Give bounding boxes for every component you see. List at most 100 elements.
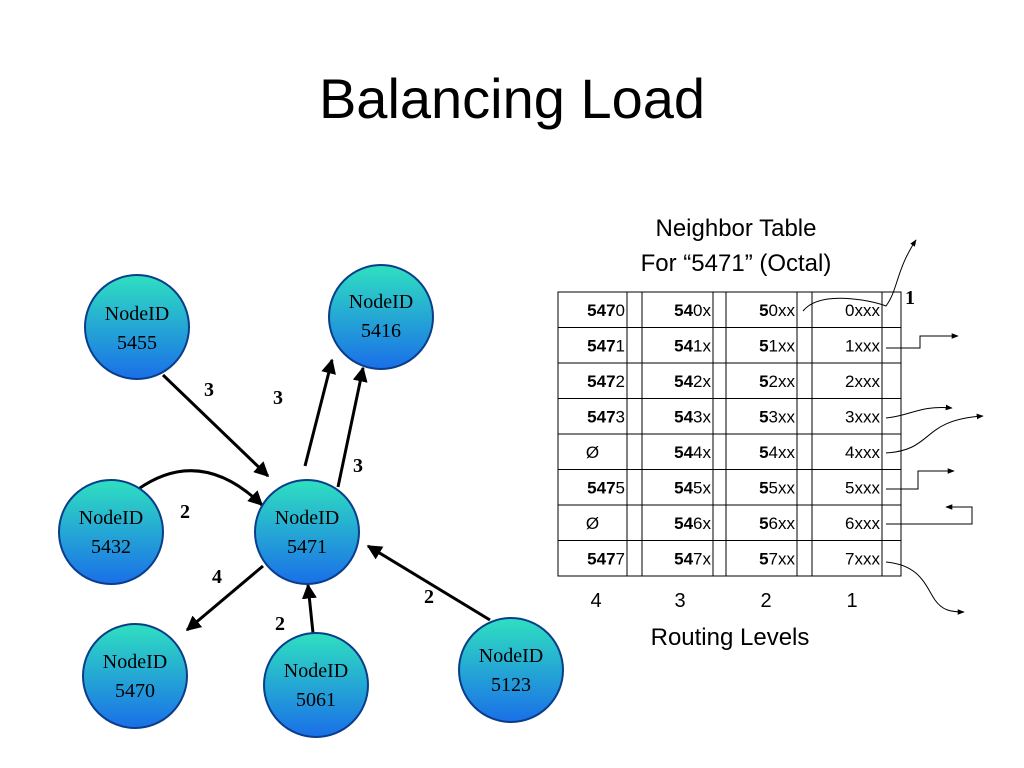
table-cell: 51xx [759, 336, 795, 355]
cell-suffix: 5x [693, 478, 711, 497]
cell-suffix: 2xx [769, 372, 796, 391]
cell-suffix: 2x [693, 372, 711, 391]
cell-suffix: 5xxx [845, 478, 880, 497]
slide-title: Balancing Load [319, 67, 705, 130]
cell-prefix: 547 [587, 407, 615, 426]
cell-prefix: 54 [674, 336, 693, 355]
table-cell: 56xx [759, 514, 795, 533]
node-5416-label: NodeID [349, 291, 413, 313]
table-cell: 5477 [587, 549, 625, 568]
pointer-row0-label: 1 [905, 287, 915, 309]
cell-prefix: 5 [759, 336, 768, 355]
pointer-row5 [886, 468, 955, 490]
cell-suffix: 5 [616, 478, 625, 497]
pointer-row7 [885, 561, 965, 615]
cell-suffix: Ø [586, 443, 599, 462]
pointer-row1 [886, 333, 959, 349]
edge-label-5471-5470: 4 [212, 566, 222, 588]
node-5455-label: NodeID [105, 303, 169, 325]
edge-label-5471-5416-right: 3 [353, 455, 363, 477]
cell-prefix: 5 [759, 301, 768, 320]
table-cell: 4xxx [845, 443, 880, 462]
node-5416[interactable]: NodeID 5416 [328, 264, 434, 370]
cell-suffix: 1xx [769, 336, 796, 355]
node-5470[interactable]: NodeID 5470 [82, 623, 188, 729]
cell-suffix: 2xxx [845, 372, 880, 391]
cell-prefix: 547 [587, 301, 615, 320]
edge-labels: 3 3 3 2 4 2 2 [180, 379, 434, 635]
edge-5432-5471 [136, 469, 264, 507]
table-cell: 5470 [587, 301, 625, 320]
edge-5455-5471 [161, 373, 270, 478]
table-cell: 545x [674, 478, 711, 497]
table-cell: 6xxx [845, 514, 880, 533]
edge-5123-5471 [366, 544, 491, 622]
edge-label-5061-5471: 2 [275, 613, 285, 635]
table-cell: 55xx [759, 478, 795, 497]
cell-suffix: 3xxx [845, 407, 880, 426]
edge-5471-5470 [185, 564, 264, 632]
cell-suffix: 4xxx [845, 443, 880, 462]
cell-suffix: 5xx [769, 478, 796, 497]
node-5123[interactable]: NodeID 5123 [458, 617, 564, 723]
table-title-line2: For “5471” (Octal) [641, 250, 832, 277]
column-label-1: 1 [846, 590, 857, 612]
cell-suffix: 0 [616, 301, 625, 320]
column-label-2: 2 [760, 590, 771, 612]
table-cell: 543x [674, 407, 711, 426]
table-cell: 50xx [759, 301, 795, 320]
edge-label-5123-5471: 2 [424, 586, 434, 608]
cell-prefix: 5 [759, 549, 768, 568]
node-5061[interactable]: NodeID 5061 [263, 632, 369, 738]
edge-5061-5471 [301, 583, 317, 634]
routing-levels-label: Routing Levels [651, 624, 810, 651]
cell-suffix: 4x [693, 443, 711, 462]
table-cell: 5471 [587, 336, 625, 355]
pointer-row4 [885, 413, 984, 454]
cell-prefix: 54 [674, 478, 693, 497]
column-label-3: 3 [674, 590, 685, 612]
edge-label-5432-5471: 2 [180, 501, 190, 523]
node-5123-label: NodeID [479, 645, 543, 667]
cell-suffix: 3x [693, 407, 711, 426]
cell-suffix: 6xxx [845, 514, 880, 533]
cell-suffix: 7xx [769, 549, 796, 568]
table-cell: 5472 [587, 372, 625, 391]
cell-suffix: 0xx [769, 301, 796, 320]
cell-prefix: 5 [759, 372, 768, 391]
cell-suffix: 6xx [769, 514, 796, 533]
node-5432[interactable]: NodeID 5432 [58, 479, 164, 585]
cell-suffix: 2 [616, 372, 625, 391]
cell-prefix: 54 [674, 301, 693, 320]
table-cell: 0xxx [845, 301, 880, 320]
cell-suffix: 0xxx [845, 301, 880, 320]
cell-suffix: 3 [616, 407, 625, 426]
cell-prefix: 547 [587, 549, 615, 568]
node-5471-label: NodeID [275, 507, 339, 529]
table-cell: 5475 [587, 478, 625, 497]
column-label-4: 4 [590, 590, 601, 612]
table-cell: 54xx [759, 443, 795, 462]
edge-5471-5416-left [303, 358, 336, 467]
cell-suffix: 7 [616, 549, 625, 568]
table-cell: 546x [674, 514, 711, 533]
cell-suffix: 4xx [769, 443, 796, 462]
table-cell: 57xx [759, 549, 795, 568]
table-cell: Ø [586, 514, 599, 533]
node-5432-label: NodeID [79, 507, 143, 529]
edge-label-5471-5416-left: 3 [273, 387, 283, 409]
table-cell: 5473 [587, 407, 625, 426]
node-5455[interactable]: NodeID 5455 [84, 274, 190, 380]
node-5432-value: 5432 [91, 536, 131, 558]
edge-5471-5416-right [336, 366, 368, 488]
table-cell: 542x [674, 372, 711, 391]
node-5471[interactable]: NodeID 5471 [254, 479, 360, 585]
cell-prefix: 5 [759, 443, 768, 462]
table-cell: Ø [586, 443, 599, 462]
cell-prefix: 547 [587, 336, 615, 355]
table-cell: 52xx [759, 372, 795, 391]
graph-nodes: NodeID 5455 NodeID 5416 NodeID 5432 Node… [58, 264, 564, 738]
table-cell: 541x [674, 336, 711, 355]
